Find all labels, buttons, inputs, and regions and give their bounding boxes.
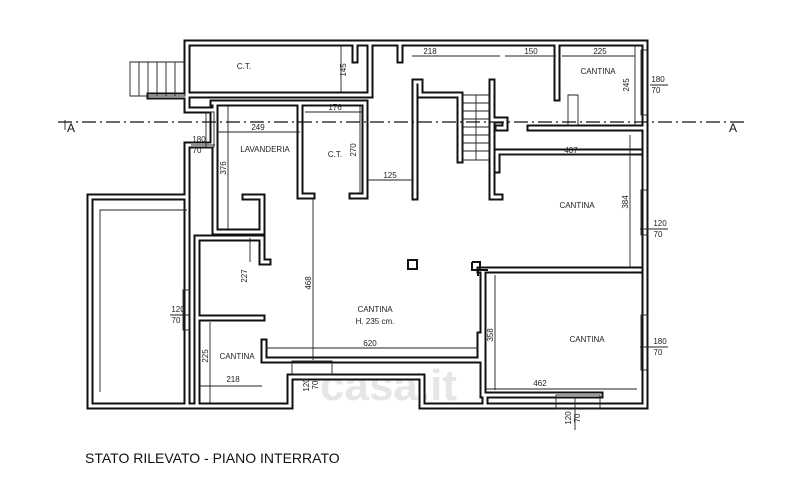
room-lavanderia: LAVANDERIA bbox=[240, 145, 290, 154]
wall-core bbox=[490, 80, 507, 199]
stairs bbox=[129, 61, 579, 161]
window-dimension: 70 bbox=[654, 230, 663, 239]
wall-core bbox=[148, 94, 215, 408]
dim-145: 145 bbox=[339, 63, 348, 77]
window-dimension: 70 bbox=[652, 86, 661, 95]
room-cantina-bottom-right: CANTINA bbox=[569, 335, 605, 344]
dim-218-top: 218 bbox=[423, 47, 437, 56]
wall bbox=[193, 234, 272, 322]
wall-core bbox=[88, 195, 487, 408]
window-dimension: 120 bbox=[564, 411, 573, 425]
dim-358: 358 bbox=[486, 328, 495, 342]
dim-218-bottom: 218 bbox=[226, 375, 240, 384]
dim-245: 245 bbox=[622, 78, 631, 92]
section-label-left: A bbox=[67, 121, 75, 135]
wall bbox=[411, 78, 464, 201]
wall-core bbox=[301, 101, 367, 198]
dimension-lines bbox=[200, 46, 637, 430]
wall-core bbox=[495, 150, 642, 172]
window-dimension: 180 bbox=[653, 337, 667, 346]
dim-125: 125 bbox=[383, 171, 397, 180]
room-ct-small: C.T. bbox=[328, 150, 342, 159]
dim-468: 468 bbox=[304, 276, 313, 290]
wall bbox=[476, 266, 644, 399]
room-cantina-right: CANTINA bbox=[559, 201, 595, 210]
dim-176: 176 bbox=[328, 103, 342, 112]
window-dimension: 70 bbox=[573, 413, 582, 422]
window-dimension: 120 bbox=[171, 305, 185, 314]
dim-225-top: 225 bbox=[593, 47, 607, 56]
window-dimension: 70 bbox=[172, 316, 181, 325]
garage-inner-lines bbox=[99, 209, 187, 392]
room-labels: C.T. LAVANDERIA C.T. CANTINA CANTINA CAN… bbox=[219, 62, 616, 361]
window-dimension: 180 bbox=[651, 75, 665, 84]
window-dimension: 70 bbox=[654, 348, 663, 357]
dim-376: 376 bbox=[219, 161, 228, 175]
wall-cores bbox=[88, 41, 647, 408]
dimension-labels: 145 218 150 225 245 176 249 270 376 125 … bbox=[201, 47, 631, 388]
pillar-2 bbox=[471, 261, 488, 276]
wall-core bbox=[213, 101, 264, 234]
window-dimension: 120 bbox=[653, 219, 667, 228]
dim-620: 620 bbox=[363, 339, 377, 348]
wall-core bbox=[353, 41, 402, 62]
wall-core bbox=[496, 41, 647, 130]
plan-title: STATO RILEVATO - PIANO INTERRATO bbox=[85, 450, 340, 466]
dim-270: 270 bbox=[349, 143, 358, 157]
room-cantina-main: CANTINA bbox=[357, 305, 393, 314]
room-cantina-bottom-left: CANTINA bbox=[219, 352, 255, 361]
dim-462: 462 bbox=[533, 379, 547, 388]
window-dimension: 180 bbox=[192, 135, 206, 144]
dim-407: 407 bbox=[564, 146, 578, 155]
wall-core bbox=[195, 236, 270, 320]
dim-150: 150 bbox=[524, 47, 538, 56]
pillar bbox=[407, 259, 418, 270]
windows bbox=[182, 49, 649, 410]
wall-core bbox=[185, 41, 372, 97]
wall-core bbox=[413, 80, 462, 199]
wall bbox=[488, 78, 509, 201]
dim-384: 384 bbox=[621, 195, 630, 209]
window-dimension: 70 bbox=[193, 146, 202, 155]
section-label-right: A bbox=[729, 121, 737, 135]
room-cantina-top-right: CANTINA bbox=[580, 67, 616, 76]
dim-227: 227 bbox=[240, 269, 249, 283]
walls bbox=[86, 39, 649, 410]
room-ct-top: C.T. bbox=[237, 62, 251, 71]
watermark: casa.it bbox=[320, 361, 457, 410]
wall-core bbox=[478, 268, 642, 397]
room-cantina-main-height: H. 235 cm. bbox=[356, 317, 395, 326]
dim-249: 249 bbox=[251, 123, 265, 132]
dim-225-left: 225 bbox=[201, 349, 210, 363]
window-dimension: 120 bbox=[302, 378, 311, 392]
wall-core bbox=[211, 101, 302, 197]
wall-core bbox=[185, 41, 647, 408]
window-dimension: 70 bbox=[311, 380, 320, 389]
wall-core bbox=[262, 333, 482, 362]
